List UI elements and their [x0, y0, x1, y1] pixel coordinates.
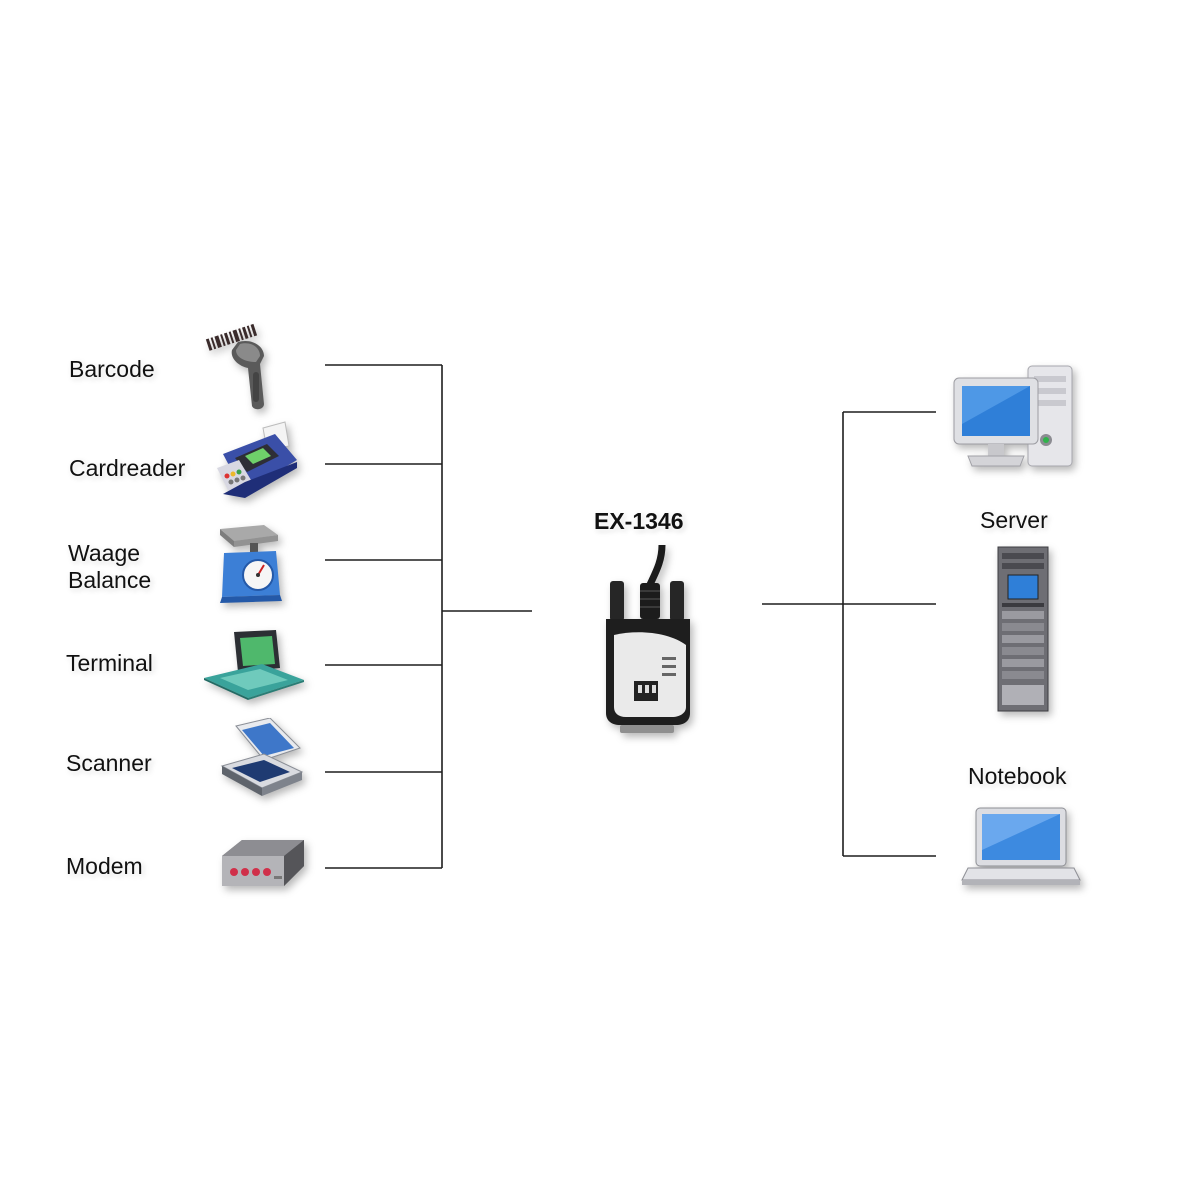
server-rack-icon [997, 546, 1049, 712]
peripheral-label-cardreader: Cardreader [69, 455, 186, 481]
scale-icon [220, 525, 282, 603]
card-terminal-icon [217, 421, 297, 498]
device-model-label: EX-1346 [594, 508, 684, 534]
host-label-notebook: Notebook [968, 763, 1067, 789]
peripheral-label-scanner: Scanner [66, 750, 152, 776]
peripheral-label-modem: Modem [66, 853, 143, 879]
rs232-usb-adapter-icon [606, 545, 690, 733]
notebook-icon [961, 807, 1081, 885]
modem-led [230, 868, 238, 876]
desktop-pc-icon [953, 365, 1073, 467]
barcode-scanner-icon [205, 323, 264, 410]
peripheral-label-terminal: Terminal [66, 650, 153, 676]
modem-icon [222, 840, 304, 886]
peripheral-label-scale: Waage Balance [68, 540, 152, 593]
terminal-icon [204, 630, 304, 700]
peripheral-label-barcode: Barcode [69, 356, 155, 382]
host-label-server: Server [980, 507, 1048, 533]
flatbed-scanner-icon [220, 718, 304, 796]
